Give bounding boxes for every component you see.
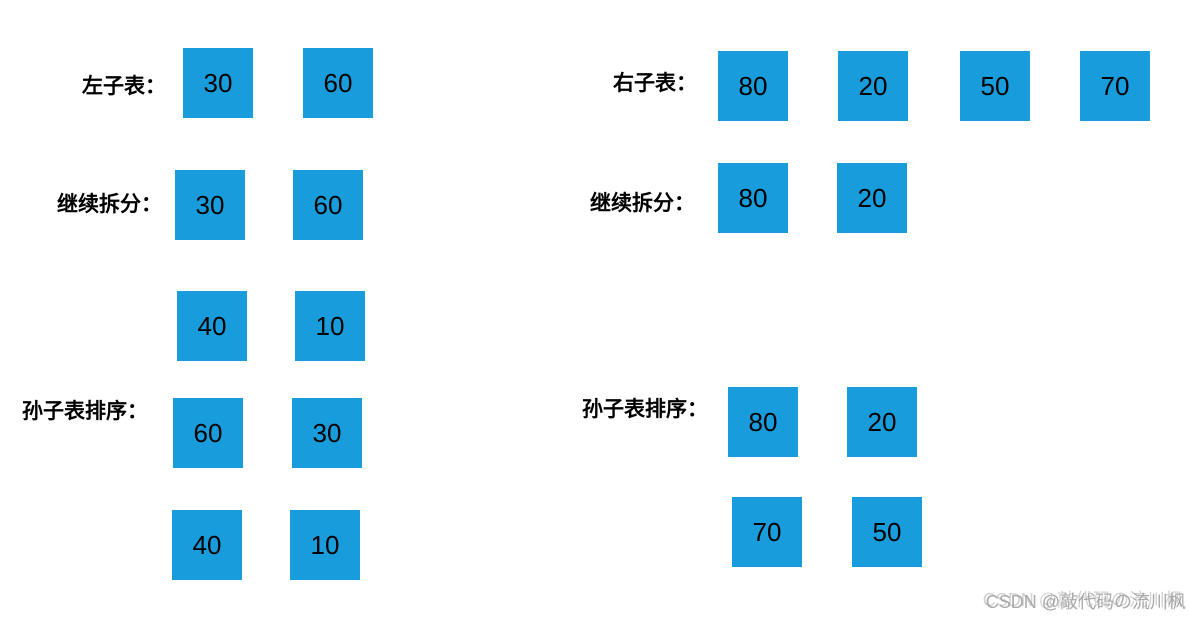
right-split-label: 继续拆分： — [590, 192, 695, 215]
right-grandchild-sort-box-1: 80 — [728, 387, 798, 457]
right-grandchild-sort-box-2: 20 — [847, 387, 917, 457]
csdn-watermark-text: CSDN @敲代码の流川枫 — [985, 592, 1186, 612]
right-sorted-box-1: 70 — [732, 497, 802, 567]
right-grandchild-sort-label: 孙子表排序： — [582, 398, 708, 421]
right-subtable-box-2: 20 — [838, 51, 908, 121]
left-sorted-box-1: 40 — [172, 510, 242, 580]
left-split-box-1: 30 — [175, 170, 245, 240]
right-subtable-box-3: 50 — [960, 51, 1030, 121]
left-grandchild-sort-box-1: 60 — [173, 398, 243, 468]
right-subtable-label: 右子表： — [613, 72, 697, 95]
right-split-box-1: 80 — [718, 163, 788, 233]
left-grandchild-sort-box-2: 30 — [292, 398, 362, 468]
left-subtable-label: 左子表： — [82, 75, 166, 98]
left-subtable-box-1: 30 — [183, 48, 253, 118]
csdn-watermark: CSDN @敲代码の流川枫 CSDN @敲代码の流川枫 — [946, 588, 1186, 614]
left-sorted-box-2: 10 — [290, 510, 360, 580]
right-subtable-box-1: 80 — [718, 51, 788, 121]
right-split-box-2: 20 — [837, 163, 907, 233]
csdn-watermark-ghost-text: CSDN @敲代码の流川枫 — [982, 590, 1183, 610]
right-sorted-box-2: 50 — [852, 497, 922, 567]
left-split-label: 继续拆分： — [57, 193, 162, 216]
right-subtable-box-4: 70 — [1080, 51, 1150, 121]
left-split-box-2: 60 — [293, 170, 363, 240]
left-subtable-box-2: 60 — [303, 48, 373, 118]
left-split2-box-1: 40 — [177, 291, 247, 361]
left-split2-box-2: 10 — [295, 291, 365, 361]
left-grandchild-sort-label: 孙子表排序： — [22, 400, 148, 423]
